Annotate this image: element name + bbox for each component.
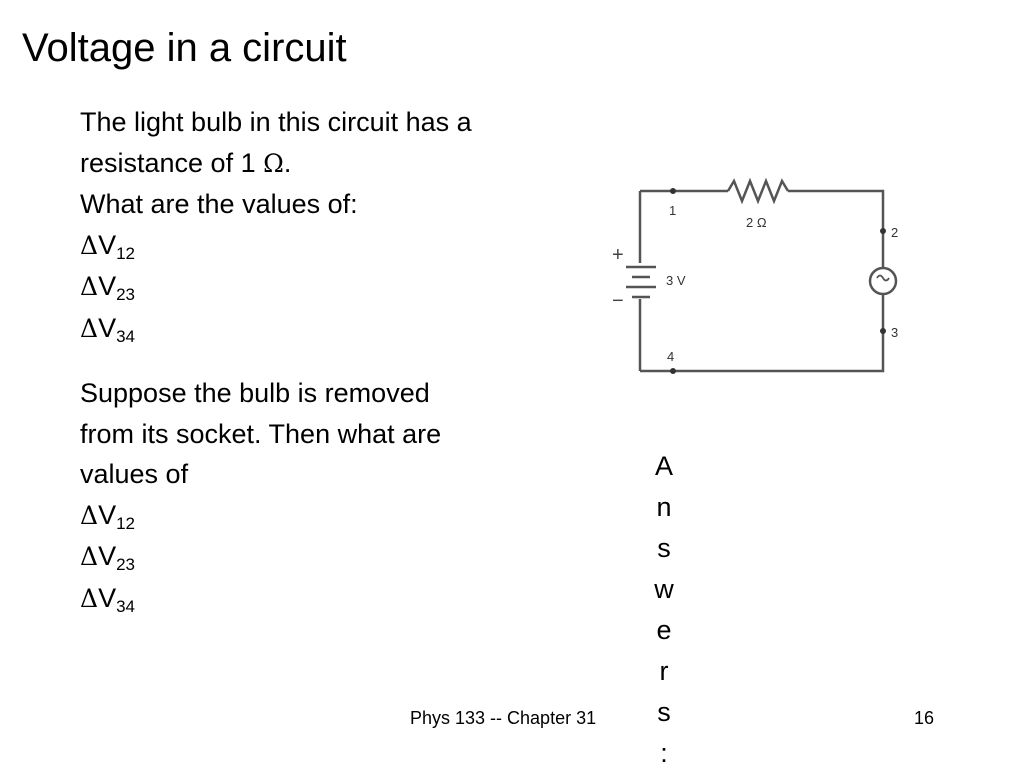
light-bulb bbox=[868, 266, 898, 296]
battery-label: 3 V bbox=[666, 273, 686, 288]
minus-sign: − bbox=[612, 290, 624, 312]
voltage-item: ΔV12 bbox=[80, 225, 600, 267]
suppose-line-2: from its socket. Then what are bbox=[80, 418, 442, 449]
delta-symbol: Δ bbox=[80, 542, 99, 571]
voltage-subscript: 12 bbox=[116, 243, 135, 263]
plus-sign: + bbox=[612, 244, 624, 266]
voltage-item: ΔV34 bbox=[80, 578, 600, 620]
answers-letter: A bbox=[654, 451, 673, 481]
answers-letter: e bbox=[656, 615, 672, 645]
resistor-label: 2 Ω bbox=[746, 215, 767, 230]
node-1-label: 1 bbox=[669, 203, 676, 218]
intro-line-2-end: . bbox=[283, 147, 292, 178]
answers-letter: s bbox=[657, 533, 671, 563]
intro-line-1: The light bulb in this circuit has a bbox=[80, 107, 472, 137]
voltage-letter: V bbox=[98, 541, 117, 571]
voltage-letter: V bbox=[98, 582, 117, 613]
voltage-letter: V bbox=[98, 271, 117, 301]
delta-symbol: Δ bbox=[80, 230, 99, 260]
voltage-subscript: 34 bbox=[116, 596, 135, 616]
node-4-label: 4 bbox=[667, 349, 674, 364]
node-3-label: 3 bbox=[891, 325, 898, 340]
voltage-subscript: 23 bbox=[116, 555, 135, 574]
battery bbox=[626, 265, 656, 299]
ask-line: What are the values of: bbox=[80, 189, 358, 219]
node-dot bbox=[670, 368, 676, 374]
answers-letter: r bbox=[659, 656, 669, 686]
circuit-nodes bbox=[670, 188, 886, 374]
voltage-letter: V bbox=[98, 499, 117, 530]
page-number: 16 bbox=[914, 708, 935, 728]
delta-symbol: Δ bbox=[80, 500, 99, 530]
question-text: The light bulb in this circuit has a res… bbox=[80, 102, 600, 619]
intro-line-2-text: resistance of 1 bbox=[80, 147, 264, 178]
paragraph-gap bbox=[80, 349, 600, 373]
voltage-letter: V bbox=[98, 312, 117, 343]
answers-letter: s bbox=[657, 697, 671, 727]
footer-text: Phys 133 -- Chapter 31 bbox=[410, 708, 597, 728]
voltage-item: ΔV34 bbox=[80, 308, 600, 350]
answers-letter: w bbox=[654, 574, 674, 604]
circuit-diagram: 2 Ω 3 V 1 2 3 4 + − bbox=[612, 177, 898, 374]
voltage-subscript: 23 bbox=[116, 285, 135, 304]
suppose-line-3: values of bbox=[80, 459, 189, 489]
delta-symbol: Δ bbox=[80, 583, 99, 613]
voltage-item: ΔV23 bbox=[80, 536, 600, 578]
voltage-item: ΔV12 bbox=[80, 495, 600, 537]
voltage-item: ΔV23 bbox=[80, 266, 600, 308]
node-2-label: 2 bbox=[891, 225, 898, 240]
resistor-zigzag bbox=[726, 177, 790, 205]
answers-letter: : bbox=[660, 738, 668, 768]
suppose-line-1: Suppose the bulb is removed bbox=[80, 378, 430, 408]
voltage-subscript: 12 bbox=[116, 513, 135, 533]
delta-symbol: Δ bbox=[80, 313, 99, 343]
ohm-symbol: Ω bbox=[263, 148, 284, 178]
slide-title: Voltage in a circuit bbox=[22, 26, 347, 70]
voltage-letter: V bbox=[98, 229, 117, 260]
node-dot bbox=[880, 328, 886, 334]
voltage-subscript: 34 bbox=[116, 326, 135, 346]
node-dot bbox=[880, 228, 886, 234]
node-dot bbox=[670, 188, 676, 194]
delta-symbol: Δ bbox=[80, 272, 99, 301]
answers-label: A n s w e r s : bbox=[651, 446, 677, 774]
answers-letter: n bbox=[656, 492, 672, 522]
intro-line-2: resistance of 1 Ω. bbox=[80, 143, 600, 185]
